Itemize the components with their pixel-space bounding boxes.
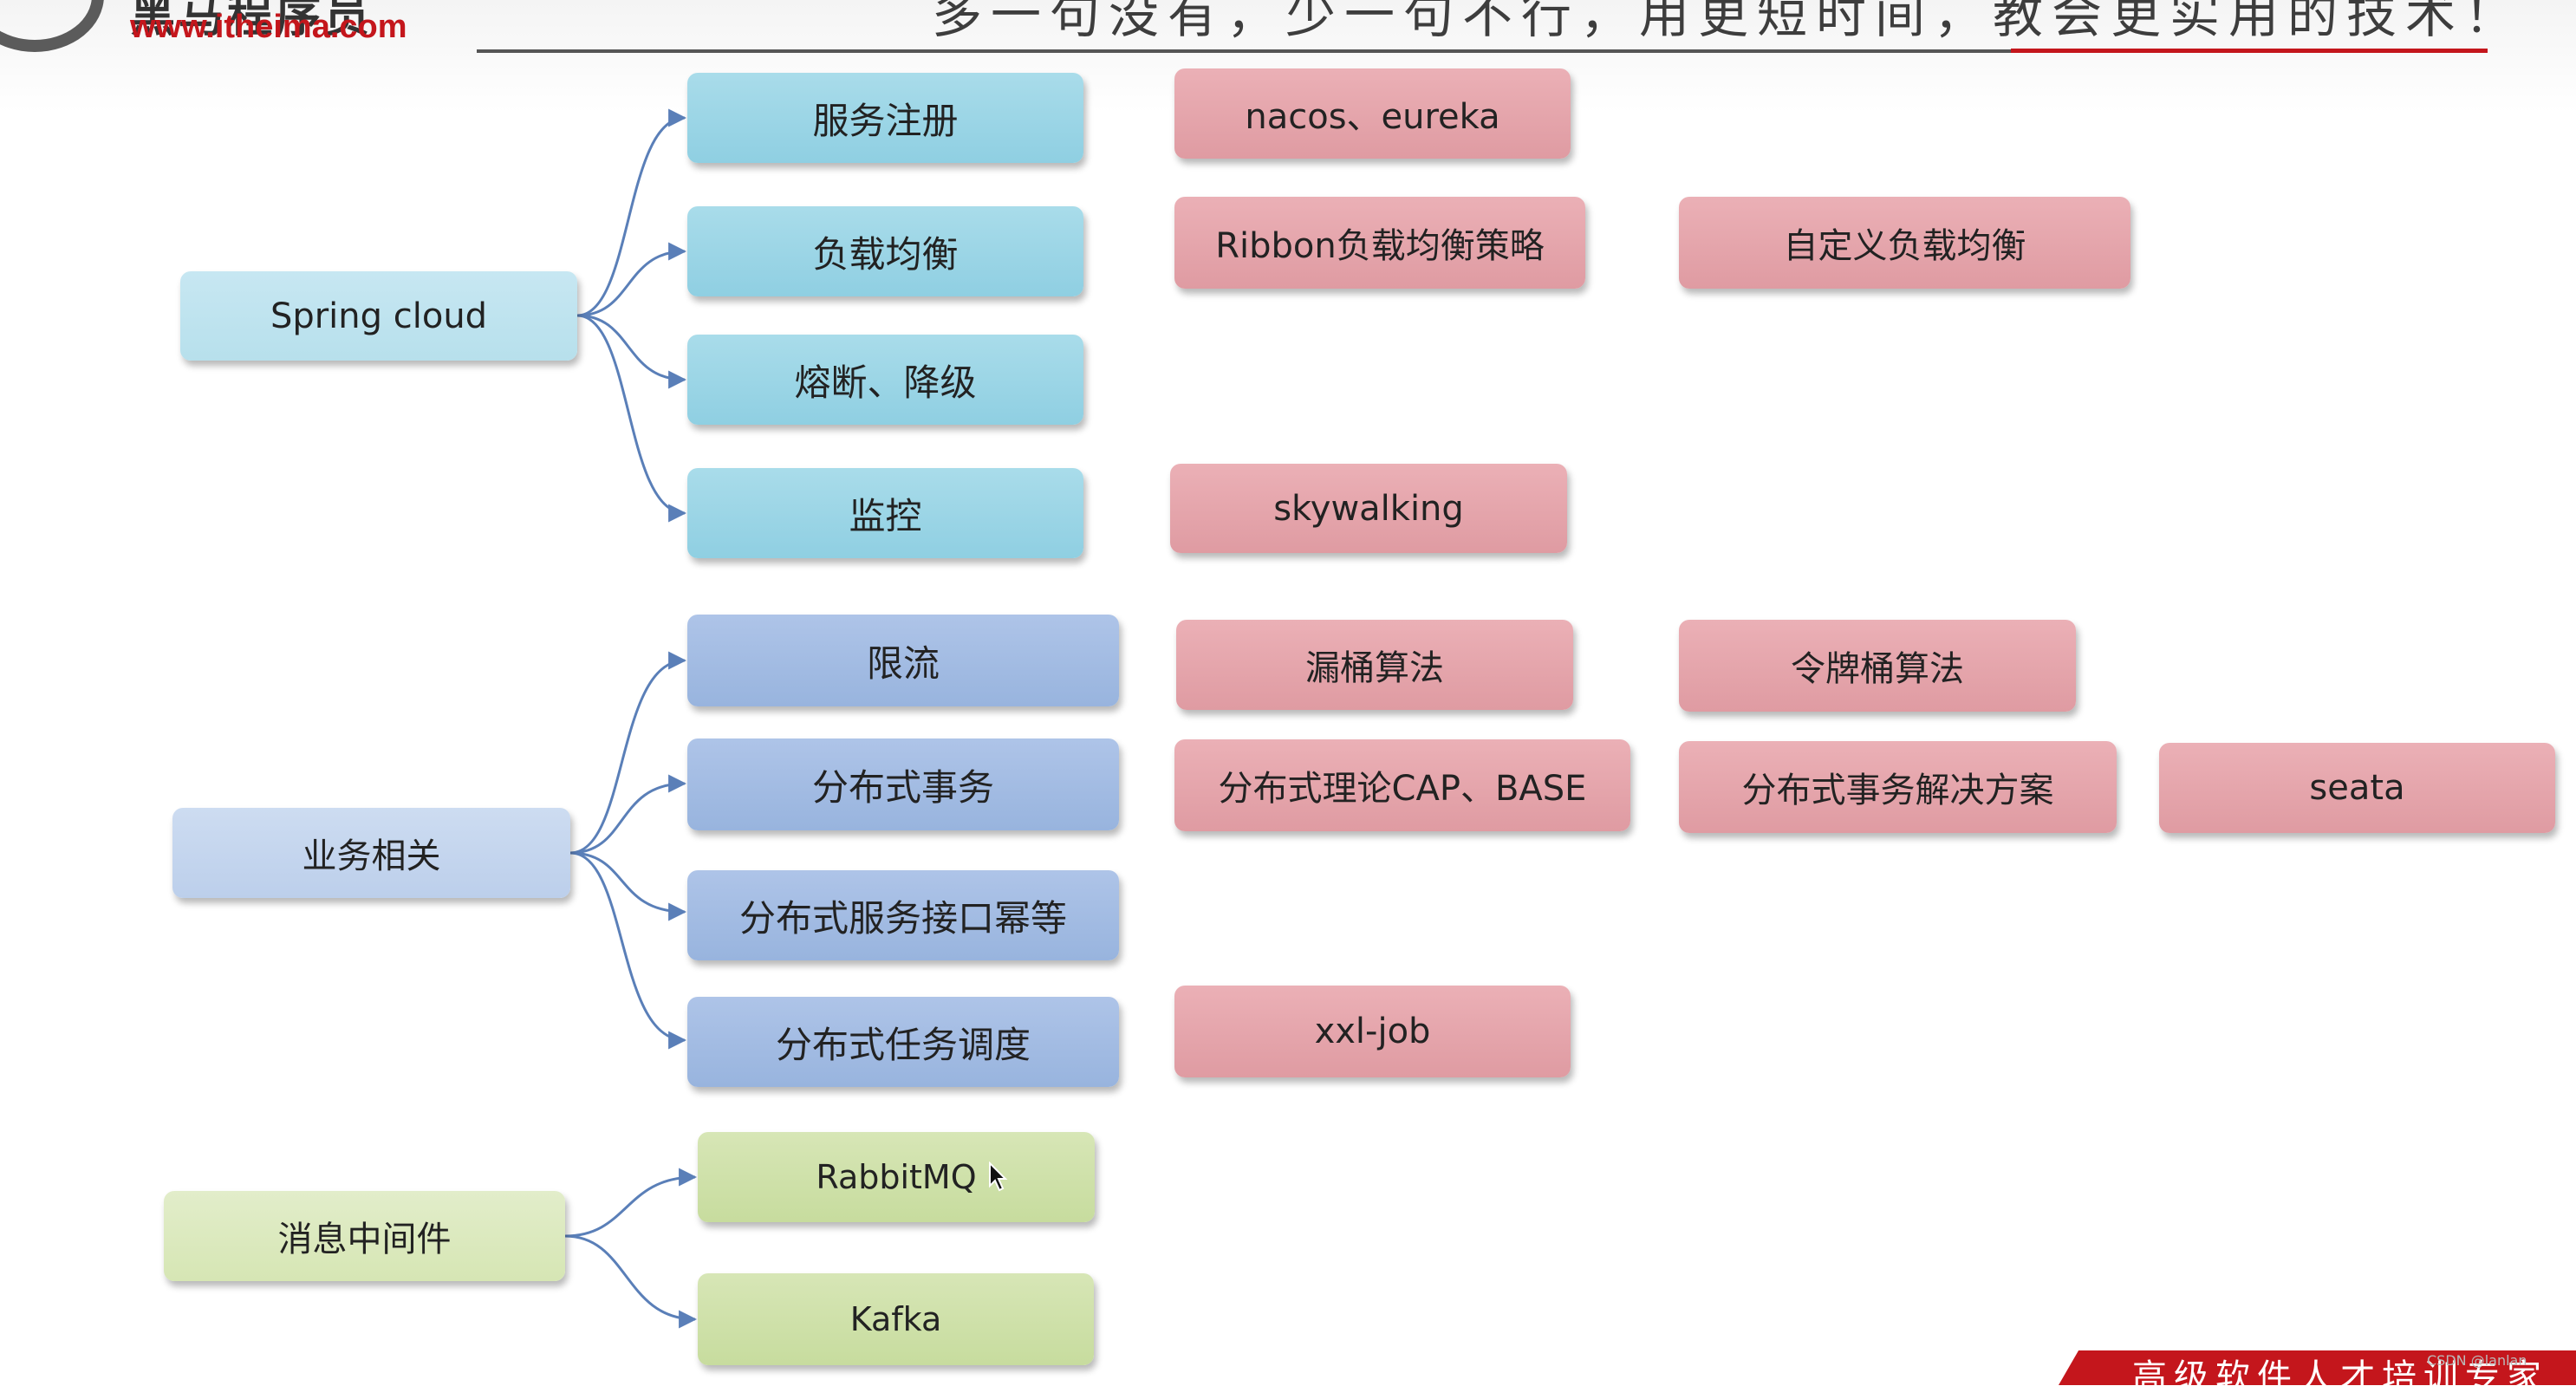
header-divider-accent bbox=[2011, 49, 2488, 53]
node-load-balancing: 负载均衡 bbox=[687, 206, 1083, 296]
logo-name: 黑马程序员 bbox=[130, 0, 374, 42]
node-service-registry: 服务注册 bbox=[687, 73, 1083, 163]
node-rate-limiting: 限流 bbox=[687, 615, 1119, 706]
node-circuit-breaker: 熔断、降级 bbox=[687, 335, 1083, 425]
node-skywalking: skywalking bbox=[1170, 464, 1567, 553]
node-cap-base: 分布式理论CAP、BASE bbox=[1174, 739, 1630, 831]
connector-mq-rabbit bbox=[564, 1168, 698, 1238]
node-custom-lb: 自定义负载均衡 bbox=[1679, 197, 2130, 289]
connector-mq-kafka bbox=[564, 1234, 698, 1329]
connector-biz-tx bbox=[569, 774, 687, 855]
connector-biz-ratelimit bbox=[569, 651, 687, 855]
node-rabbitmq: RabbitMQ bbox=[698, 1132, 1095, 1222]
node-kafka: Kafka bbox=[698, 1273, 1094, 1365]
header-divider bbox=[477, 49, 2011, 53]
node-monitoring: 监控 bbox=[687, 468, 1083, 558]
watermark: CSDN @lanlan bbox=[2427, 1352, 2527, 1369]
mouse-cursor-icon bbox=[989, 1161, 1008, 1192]
connector-biz-schedule bbox=[569, 851, 687, 1050]
connector-spring-breaker bbox=[576, 314, 687, 389]
connector-spring-lb bbox=[576, 242, 687, 317]
node-ribbon-strategy: Ribbon负载均衡策略 bbox=[1174, 197, 1585, 289]
slogan: 多一句没有，少一句不行，用更短时间，教会更实用的技术！ bbox=[932, 0, 2524, 44]
node-xxl-job: xxl-job bbox=[1174, 986, 1571, 1077]
connector-spring-registry bbox=[576, 108, 687, 317]
node-leaky-bucket: 漏桶算法 bbox=[1176, 620, 1573, 710]
logo-url: www.itheima.com bbox=[130, 9, 407, 45]
node-idempotent-api: 分布式服务接口幂等 bbox=[687, 870, 1119, 960]
node-nacos-eureka: nacos、eureka bbox=[1174, 68, 1571, 159]
connector-biz-idempotent bbox=[569, 851, 687, 921]
node-message-middleware: 消息中间件 bbox=[164, 1191, 565, 1281]
connector-spring-monitor bbox=[576, 314, 687, 523]
header-bar: 黑马程序员 www.itheima.com 多一句没有，少一句不行，用更短时间，… bbox=[0, 0, 2576, 113]
node-seata: seata bbox=[2159, 743, 2555, 833]
node-task-scheduling: 分布式任务调度 bbox=[687, 997, 1119, 1087]
node-tx-solution: 分布式事务解决方案 bbox=[1679, 741, 2117, 833]
node-token-bucket: 令牌桶算法 bbox=[1679, 620, 2076, 712]
node-spring-cloud: Spring cloud bbox=[180, 271, 577, 361]
node-business: 业务相关 bbox=[172, 808, 570, 898]
node-distributed-tx: 分布式事务 bbox=[687, 739, 1119, 830]
